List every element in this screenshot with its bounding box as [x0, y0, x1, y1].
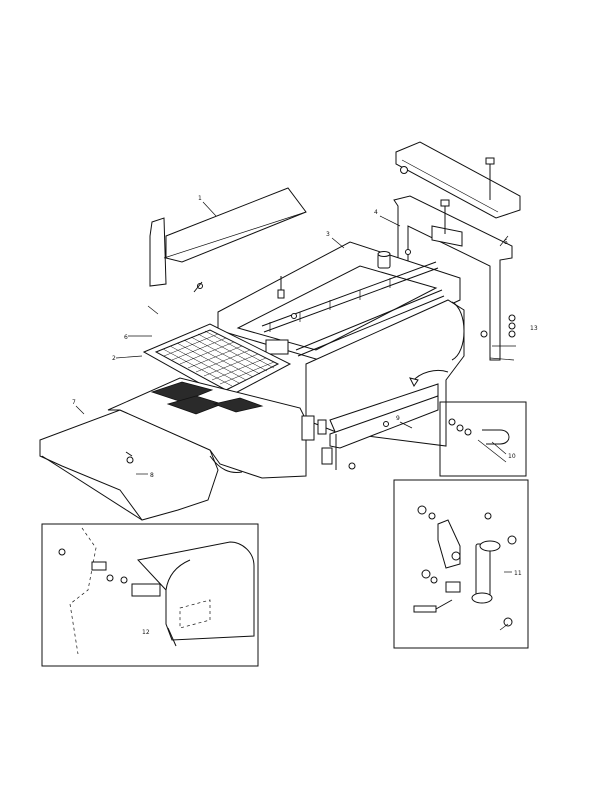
lower-panel-latch-icon	[301, 415, 389, 470]
callout-2: 2	[112, 355, 116, 362]
callout-1: 1	[198, 195, 202, 202]
hood-top-panel	[217, 241, 461, 363]
linkage-bolt-icon	[413, 505, 517, 627]
side-cover-panel	[149, 187, 307, 293]
bracket-bolt-icon	[400, 157, 495, 234]
mounting-bracket-assembly	[393, 141, 521, 361]
callout-4: 4	[374, 209, 378, 216]
callout-8: 8	[150, 472, 154, 479]
callout-7: 7	[72, 399, 76, 406]
filler-cap-icon	[377, 251, 391, 269]
grille-screen	[142, 323, 292, 399]
callout-labels: 1 2 3 4 5 6 7 8 9 10 11 12 13	[72, 195, 538, 636]
callout-3: 3	[326, 231, 330, 238]
callout-11: 11	[514, 570, 522, 577]
corner-latch-hardware-icon	[58, 548, 161, 597]
callout-9: 9	[396, 415, 400, 422]
detail-box-clamp	[439, 401, 527, 477]
callout-5: 5	[504, 239, 508, 246]
detail-box-corner-latch	[41, 523, 259, 667]
callout-13: 13	[530, 325, 538, 332]
detail-box-linkage	[393, 479, 529, 649]
cover-screw-icon	[193, 281, 203, 293]
hood-bolt-icon	[265, 249, 411, 355]
callout-leaders	[75, 201, 512, 631]
hinge-pin-icon	[269, 278, 391, 332]
callout-12: 12	[142, 629, 150, 636]
hood-fastener-icon	[125, 451, 134, 464]
callout-10: 10	[508, 453, 516, 460]
callout-6: 6	[124, 334, 128, 341]
lower-side-panel	[301, 383, 439, 470]
bracket-washer-stack-icon	[480, 314, 516, 338]
hood-front-assembly	[39, 377, 307, 521]
